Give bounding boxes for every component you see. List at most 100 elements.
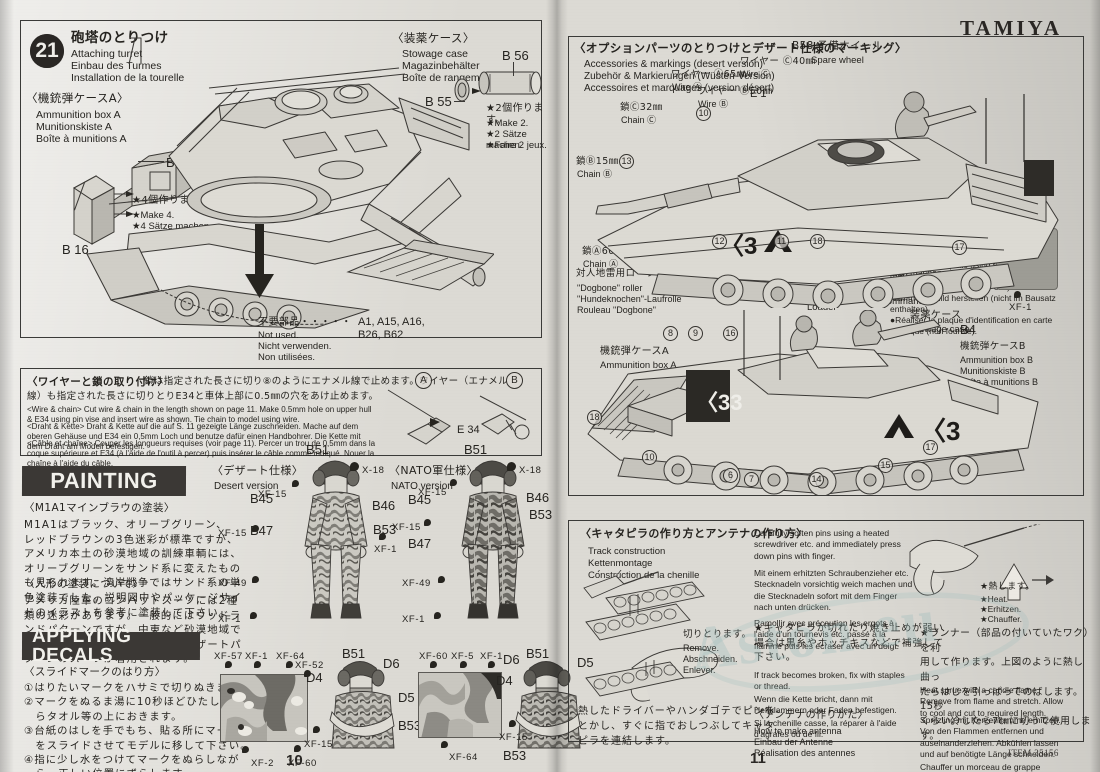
callout-10: 10: [696, 106, 711, 121]
stowage-note-fr: ★Faire 2 jeux.: [486, 140, 547, 151]
chain-b-jp-1: 鎖Ⓑ15㎜: [576, 156, 619, 167]
nato-version-en: NATO version: [391, 481, 453, 492]
callout-18-top: 18: [810, 234, 825, 249]
bust-left-code-xf57: XF-57: [214, 651, 243, 662]
ammo-box-a-callout-jp: 機銃弾ケースA: [600, 346, 670, 357]
desert-code-xf15: XF-15: [258, 489, 287, 500]
track-body-de: Mit einem erhitzten Schraubenzieher etc.…: [754, 568, 913, 613]
bust-right-code-xf64: XF-64: [449, 752, 478, 763]
heat-note-en: ★Heat.: [980, 594, 1008, 604]
nato-code-xf1: XF-1: [402, 614, 425, 625]
track-title-fr: Construction de la chenille: [588, 570, 700, 581]
callout-6: 6: [723, 468, 738, 483]
track-broken-fr: Si la chenille casse, la réparer à l'aid…: [754, 718, 897, 740]
antenna-title-de: Einbau der Antenne: [754, 737, 834, 747]
antenna-body-jp: ★ランナー（部品の付いていたワク）を利 用して作ります。上図のように熱し曲っ た…: [920, 628, 1091, 742]
paint-dot: [254, 661, 261, 668]
track-body-fr: Ramollir avec précaution les ergots à l'…: [754, 618, 900, 651]
nato-label-b45: B45: [408, 492, 432, 507]
stowage-case-title-fr: Boîte de rangement: [402, 72, 495, 84]
chain-b-en-2: Chain Ⓑ: [713, 275, 749, 285]
ammo-box-b-fr: Boîte à munitions B: [960, 377, 1039, 387]
heat-note-fr: ★Chauffer.: [980, 614, 1022, 624]
nato-label-b46: B46: [526, 490, 550, 505]
heat-note-de: ★Erhitzen.: [980, 604, 1022, 614]
paint-dot: [350, 462, 359, 471]
paint-dot: [434, 612, 441, 619]
bust-left-label-d4: D4: [306, 670, 323, 685]
callout-15: 15: [878, 458, 893, 473]
accessories-panel: [568, 36, 1084, 496]
bust-left-label-b53: B53: [398, 718, 422, 733]
bust-right-label-d6: D6: [503, 652, 520, 667]
paint-dot: [438, 576, 445, 583]
paint-dot: [242, 746, 249, 753]
track-body-jp: 熱したドライバーやハンダゴテでピンを とかし、すぐに指でおしつぶしてキャタ ピラ…: [578, 706, 776, 747]
desert-code-xf49: XF-49: [218, 578, 247, 589]
desert-code-xf1: XF-1: [374, 544, 397, 555]
bust-right-label-d4: D4: [496, 673, 513, 688]
wire-chain-body-jp-1: 鎖は指定された長さに切り⑧のようにエナメル線で止めます。ワイヤー（エナメル: [144, 376, 509, 387]
callout-14: 14: [809, 472, 824, 487]
nato-label-b47: B47: [408, 536, 432, 551]
part-e34-label: E 34: [457, 424, 480, 436]
step-title-jp: 砲塔のとりつけ: [71, 30, 169, 46]
callout-8: 8: [663, 326, 678, 341]
not-used-parts-2: B26, B62: [358, 329, 404, 341]
dogbone-fr: Rouleau "Dogbone": [577, 305, 656, 315]
bust-right-code-xf15: XF-15: [499, 732, 528, 743]
ammo-box-b-en: Ammunition box B: [960, 355, 1034, 365]
decals-banner: APPLYING DECALS: [21, 626, 201, 666]
number-plate-paint-code: XF-1: [1009, 302, 1032, 313]
ammo-box-a-note-en: ★Make 4.: [132, 210, 175, 221]
antenna-callout-jp: アンテナ: [780, 250, 822, 261]
not-used-jp: 不要部品・・・・・: [258, 317, 352, 328]
track-broken-en: If track becomes broken, fix with staple…: [754, 670, 905, 692]
desert-label-b45: B45: [250, 491, 274, 506]
not-used-en: Not used.: [258, 330, 299, 341]
track-title-en: Track construction: [588, 546, 666, 557]
wire-chain-panel: [20, 368, 542, 456]
painting-body-jp: M1A1はブラック、オリーブグリーン、 レッドブラウンの3色迷彩が標準ですが、 …: [24, 519, 243, 619]
wire-chain-body-fr: <Câble et chaîne> Couper les longueurs r…: [27, 439, 376, 468]
desert-code-xf15-2: XF-15: [218, 528, 247, 539]
track-broken-de: Wenn die Kette bricht, dann mit Heftklam…: [754, 694, 897, 716]
dogbone-de: "Hundeknochen"-Laufrolle: [577, 294, 682, 304]
ammo-box-b-jp: 機銃弾ケースB: [960, 341, 1026, 352]
painting-heading2-jp: 〈人形の塗装について〉: [24, 578, 144, 590]
spare-wheel-en: Spare wheel: [811, 55, 864, 66]
bust-right-code-xf5: XF-5: [451, 651, 474, 662]
antenna-title-en: How to make antenna: [754, 726, 842, 736]
bust-right-code-xf60: XF-60: [419, 651, 448, 662]
nato-version-jp: 〈NATO軍仕様〉: [389, 464, 478, 477]
antenna-body-de: Spritzling mit Kerzenflamme erhitzen. Vo…: [920, 715, 1061, 760]
track-construction-panel: [568, 520, 1084, 742]
paint-dot: [252, 576, 259, 583]
bust-left-code-xf2: XF-2: [251, 758, 274, 769]
desert-label-b51: B51: [306, 442, 330, 457]
paint-dot: [250, 612, 257, 619]
desert-version-en: Desert version: [214, 481, 279, 492]
step-number-badge: 21: [30, 34, 64, 68]
number-plate-swatch: [996, 228, 1058, 290]
wire-a-en: Wire Ⓐ: [672, 82, 702, 92]
wire-c-jp: ワイヤー Ⓒ40㎜: [740, 56, 816, 67]
paint-dot: [509, 720, 516, 727]
chain-b-jp-2: 鎖Ⓑ15㎜: [712, 262, 755, 273]
bust-left-code-xf15: XF-15: [304, 739, 333, 750]
antenna-callout-en: Antenna: [780, 264, 816, 275]
paint-dot: [304, 670, 311, 677]
paint-dot: [424, 519, 431, 526]
left-page: 21 砲塔のとりつけ Attaching turret Einbau des T…: [14, 10, 594, 772]
stowage-case-title-en: Stowage case: [402, 48, 468, 60]
decals-body-jp: ①はりたいマークをハサミで切りぬきます。 ②マークをぬるま湯に10秒ほどひたして…: [24, 682, 252, 772]
track-title-jp: 〈キャタピラの作り方とアンテナの作り方〉: [580, 527, 808, 540]
wire-chain-body-en: <Wire & chain> Cut wire & chain in the l…: [27, 405, 372, 424]
heat-note-jp: ★熱します。: [980, 582, 1035, 592]
antenna-body-en: Heat sprue with a candle flame. Remove f…: [920, 685, 1064, 718]
antenna-title-jp: 〈アンテナの作りかた〉: [754, 710, 868, 721]
wire-c-en: Wire Ⓒ: [740, 69, 770, 79]
stowage-note-de: ★2 Sätze machen.: [486, 129, 527, 152]
nato-code-xf15-2: XF-15: [392, 522, 421, 533]
